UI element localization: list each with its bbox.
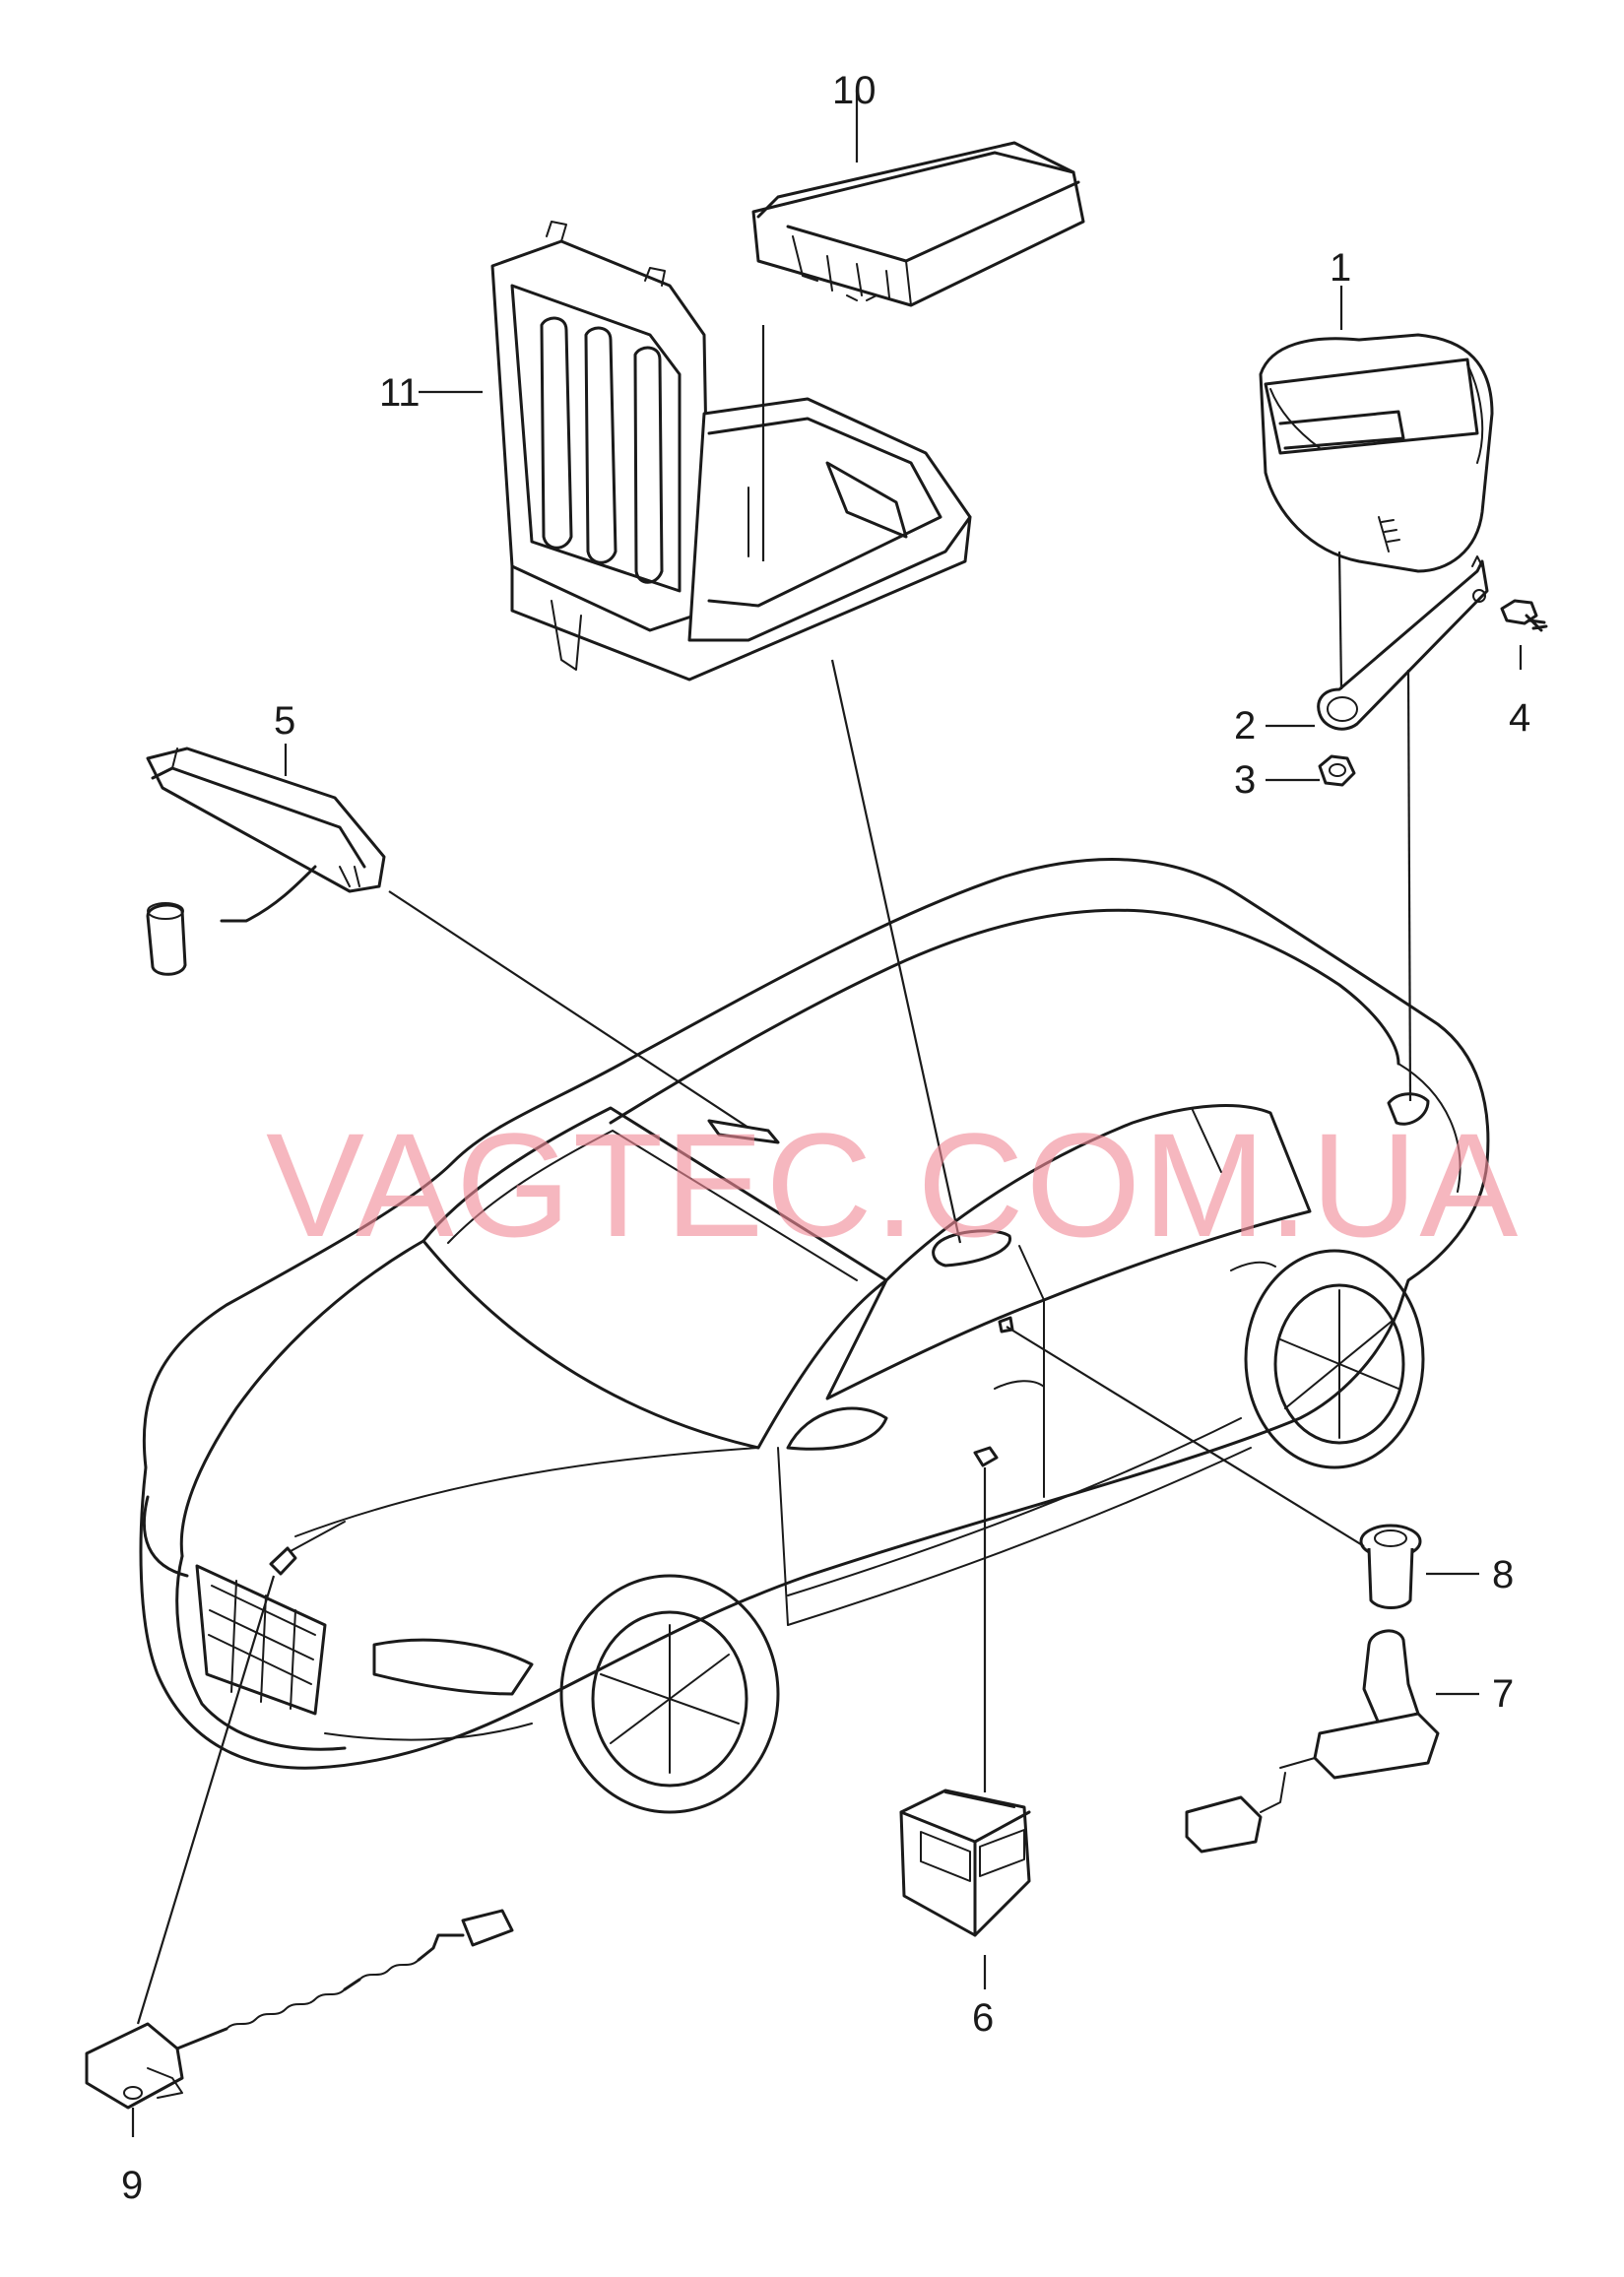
callout-5: 5 <box>274 699 295 743</box>
leader-lines <box>131 91 1523 2137</box>
part-1-sensor <box>1259 333 1494 573</box>
watermark-text: VAGTEC.COM.UA <box>266 1102 1520 1268</box>
part-8-grommet <box>1359 1524 1422 1609</box>
callout-11: 11 <box>379 371 421 415</box>
callout-6: 6 <box>972 1996 994 2040</box>
callout-9: 9 <box>121 2164 143 2207</box>
callout-4: 4 <box>1509 696 1530 740</box>
part-7-contact <box>1185 1629 1440 1854</box>
car-outline <box>139 858 1490 1814</box>
callout-2: 2 <box>1234 704 1256 748</box>
callout-labels: 10 1 11 5 2 3 4 8 7 6 9 <box>121 69 1530 2207</box>
part-11-housing <box>490 221 972 682</box>
part-6-switch <box>899 1789 1031 1937</box>
callout-10: 10 <box>832 69 877 112</box>
part-3-nut <box>1318 754 1356 787</box>
part-10-control-module <box>751 141 1085 307</box>
part-9-switch-cable <box>85 1909 514 2110</box>
part-2-bracket <box>1317 555 1489 731</box>
callout-1: 1 <box>1330 246 1351 290</box>
callout-7: 7 <box>1492 1672 1514 1716</box>
callout-3: 3 <box>1234 758 1256 802</box>
part-4-bolt <box>1500 599 1548 632</box>
callout-8: 8 <box>1492 1553 1514 1596</box>
part-5-antenna <box>146 747 386 976</box>
